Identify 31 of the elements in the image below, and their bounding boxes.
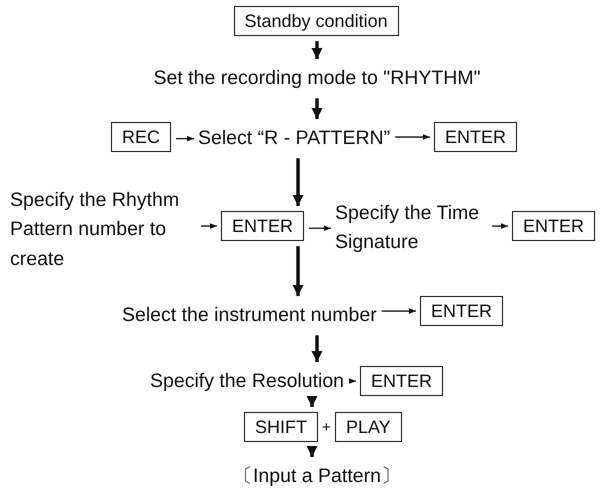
step-text: Specify the Time Signature xyxy=(335,199,487,258)
key-box: SHIFT xyxy=(244,412,318,442)
step-text: 〔Input a Pattern〕 xyxy=(233,462,401,492)
plus-sign: + xyxy=(322,419,331,436)
step-text: Select “R - PATTERN” xyxy=(198,124,390,154)
arrow xyxy=(292,246,304,296)
arrow xyxy=(201,223,217,229)
arrow xyxy=(382,308,416,314)
arrow xyxy=(395,134,430,140)
arrow xyxy=(309,225,331,232)
key-box: Standby condition xyxy=(234,6,399,36)
arrow xyxy=(306,396,318,407)
arrow xyxy=(492,223,508,229)
arrow xyxy=(306,446,318,457)
step-text: Specify the Rhythm Pattern number to create xyxy=(10,186,196,274)
step-text: Specify the Resolution xyxy=(150,367,344,396)
key-box: ENTER xyxy=(420,296,504,326)
key-box: ENTER xyxy=(221,211,304,242)
step-text: Select the instrument number xyxy=(122,301,377,330)
arrow xyxy=(292,158,304,206)
arrow xyxy=(312,335,322,362)
arrow xyxy=(176,136,194,142)
key-box: ENTER xyxy=(360,366,444,396)
arrow xyxy=(312,98,322,119)
key-box: ENTER xyxy=(512,211,596,242)
step-text: Set the recording mode to "RHYTHM" xyxy=(154,64,481,94)
arrow xyxy=(349,378,356,384)
arrow xyxy=(312,41,322,59)
key-box: PLAY xyxy=(335,412,402,442)
key-box: ENTER xyxy=(434,122,518,152)
key-box: REC xyxy=(111,122,172,152)
